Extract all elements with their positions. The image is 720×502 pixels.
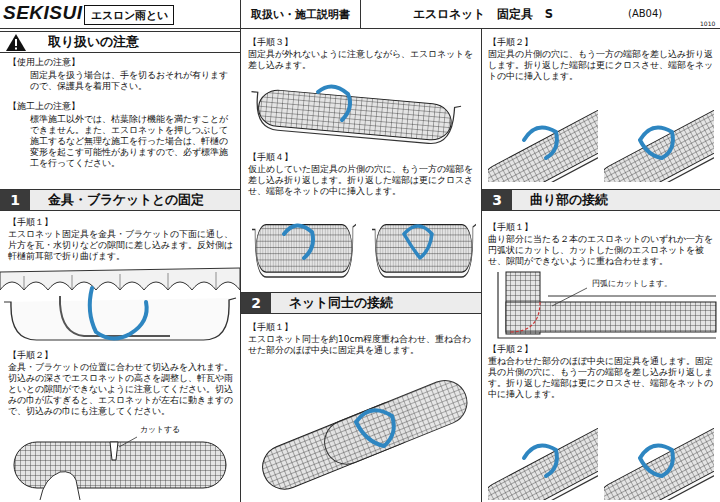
caution-band: 取り扱いの注意: [0, 31, 240, 53]
join-clip-figure: [471, 93, 720, 215]
logo-box: エスロン雨とい: [84, 5, 174, 25]
doc-code: (AB04): [628, 8, 662, 19]
roof-gutter-figure: [0, 268, 240, 340]
section-title: ネット同士の接続: [289, 293, 477, 313]
insert-net-figure: [248, 86, 461, 145]
section-band: 3 曲り部の接続: [482, 189, 720, 211]
step-heading: 【手順１】: [8, 217, 53, 228]
section-title: 金具・ブラケットとの固定: [48, 190, 236, 210]
step-text: 曲り部分に当たる２本のエスロネットのいずれか一方を円弧状にカットし、カットした側…: [488, 234, 716, 267]
note-heading: 【使用上の注意】: [8, 57, 80, 68]
header-cell: エスロネット 固定具 S: [360, 0, 605, 28]
section-band: 1 金具・ブラケットとの固定: [0, 189, 240, 211]
step-heading: 【手順１】: [488, 222, 533, 233]
section-title: 曲り部の接続: [530, 190, 716, 210]
step-text: 固定具が外れないように注意しながら、エスロネットを差し込みます。: [248, 49, 476, 71]
doc-number: 1010: [700, 18, 715, 29]
frame-lines: [0, 28, 720, 502]
step-heading: 【手順４】: [248, 152, 293, 163]
step-text: 重ね合わせた部分のほぼ中央に固定具を通します。固定具の片側の穴に、もう一方の端部…: [488, 356, 716, 400]
step-heading: 【手順１】: [248, 322, 293, 333]
section-number: 1: [0, 190, 30, 210]
note-text: 固定具を扱う場合は、手を切るおそれが有りますので、保護具を着用下さい。: [30, 70, 234, 92]
header-text: エスロネット 固定具 S: [361, 0, 605, 28]
section-number: 3: [482, 190, 512, 210]
step-text: エスロネット同士を約10cm程度重ね合わせ、重ね合わせた部分のほぼ中央に固定具を…: [248, 334, 476, 356]
note-text: 標準施工以外では、枯葉除け機能を満たすことができません。また、エスロネットを押し…: [30, 114, 234, 169]
note-heading: 【施工上の注意】: [8, 101, 80, 112]
corner-net-figure: [498, 272, 716, 338]
warning-icon: [6, 34, 26, 51]
step-text: エスロネット固定具を金具・ブラケットの下面に通し、片方を瓦・水切りなどの隙間に差…: [8, 229, 236, 262]
cut-net-figure: [14, 437, 226, 500]
overlap-net-figure: [256, 374, 474, 496]
step-text: 仮止めしていた固定具の片側の穴に、もう一方の端部を差し込み折り返します。折り返し…: [248, 164, 476, 197]
header-cell: 取扱い・施工説明書: [240, 0, 360, 28]
step-heading: 【手順２】: [8, 350, 53, 361]
section-number: 2: [241, 293, 271, 313]
callout-label: カットする: [138, 425, 182, 435]
corner-clip-figure: [471, 411, 720, 502]
callout-label: 円弧にカットします。: [590, 279, 674, 289]
step-text: 金具・ブラケットの位置に合わせて切込みを入れます。切込みの深さでエスロネットの高…: [8, 362, 236, 417]
fold-clip-figure: [252, 225, 476, 278]
section-band: 2 ネット同士の接続: [241, 292, 481, 314]
step-heading: 【手順２】: [488, 37, 533, 48]
section-title: 取り扱いの注意: [48, 32, 236, 52]
step-heading: 【手順２】: [488, 344, 533, 355]
step-heading: 【手順３】: [248, 37, 293, 48]
step-text: 固定具の片側の穴に、もう一方の端部を差し込み折り返します。折り返した端部は更にク…: [488, 49, 716, 82]
brand-logo: SEKISUI: [3, 2, 83, 24]
header-text: エスロン雨とい: [85, 6, 173, 24]
header-text: 取扱い・施工説明書: [241, 0, 360, 28]
